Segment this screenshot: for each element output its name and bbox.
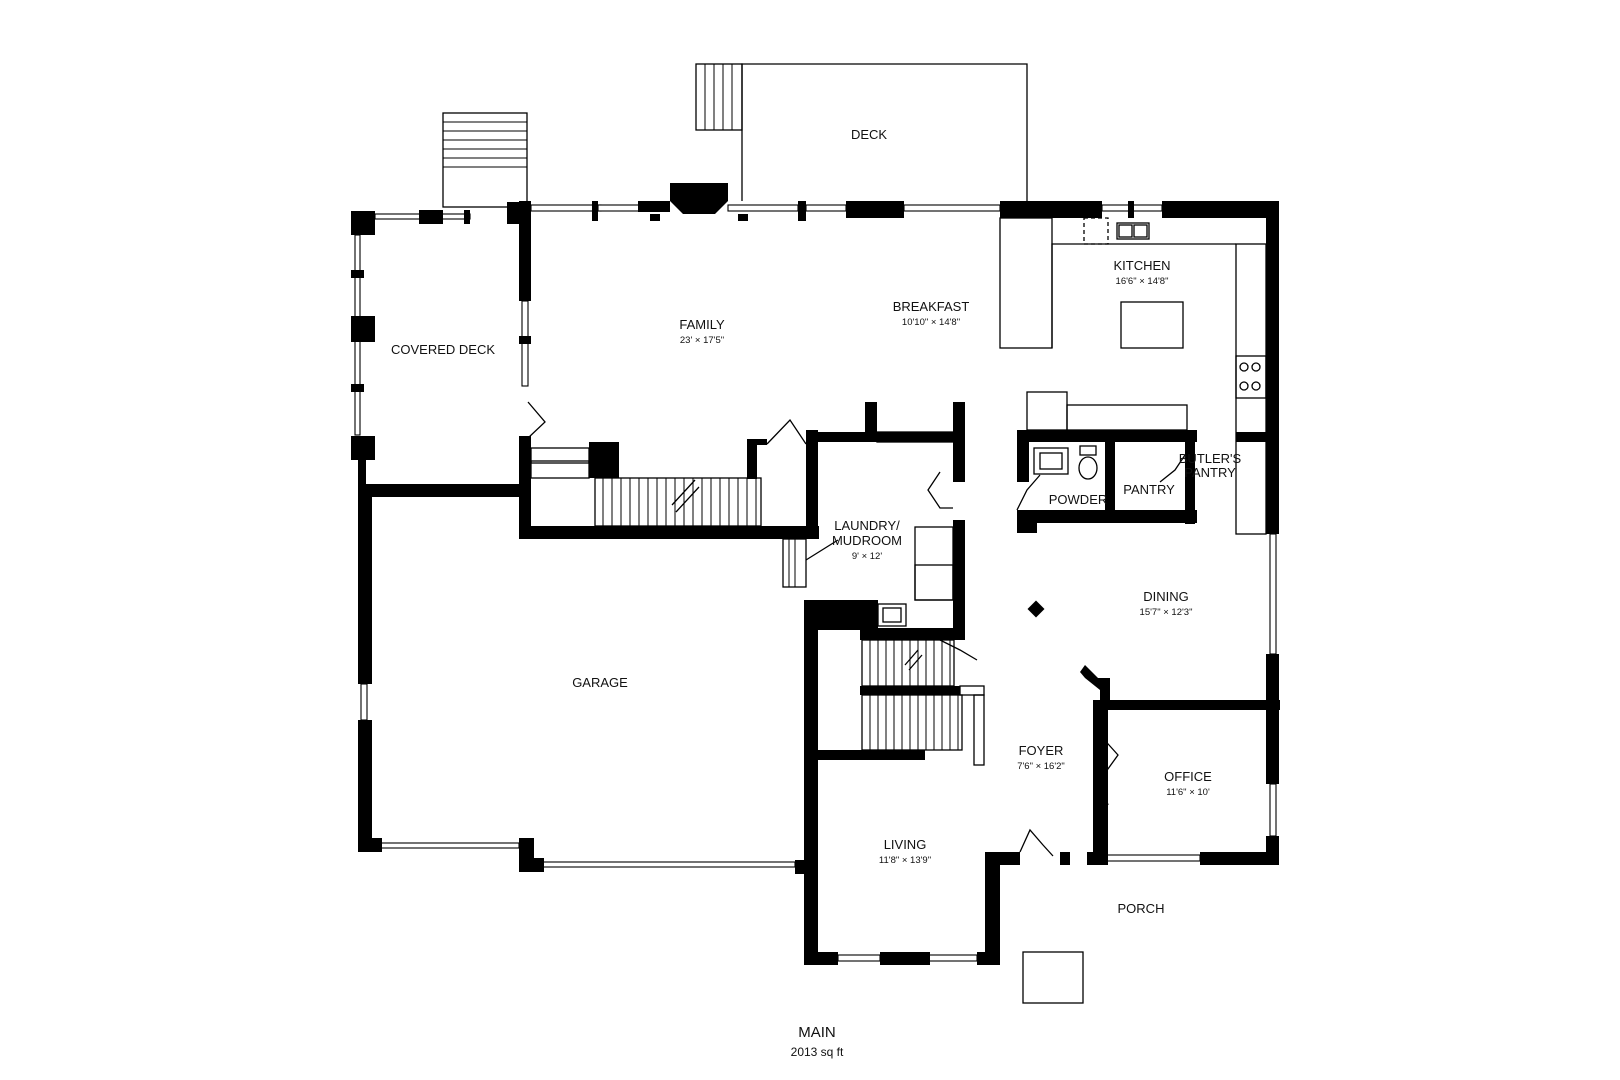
covered-deck-stairs xyxy=(442,112,528,208)
laundry-stair xyxy=(869,640,951,686)
room-dims-kitchen: 16'6" × 14'8" xyxy=(1116,276,1169,287)
room-label-butlers-pantry-1: BUTLER'S xyxy=(1179,451,1242,466)
room-label-foyer: FOYER xyxy=(1019,743,1064,758)
room-label-kitchen: KITCHEN xyxy=(1113,258,1170,273)
room-dims-office: 11'6" × 10' xyxy=(1166,787,1210,798)
room-dims-laundry: 9' × 12' xyxy=(852,551,882,562)
main-stair xyxy=(602,478,757,526)
room-label-garage: GARAGE xyxy=(572,675,628,690)
room-dims-foyer: 7'6" × 16'2" xyxy=(1017,761,1065,772)
deck-stairs xyxy=(704,64,733,130)
room-label-breakfast: BREAKFAST xyxy=(893,299,970,314)
room-label-laundry-2: MUDROOM xyxy=(832,533,902,548)
room-dims-dining: 15'7" × 12'3" xyxy=(1140,607,1193,618)
room-label-deck: DECK xyxy=(851,127,887,142)
interior-walls xyxy=(519,201,1280,865)
floor-area: 2013 sq ft xyxy=(791,1045,844,1059)
room-dims-family: 23' × 17'5" xyxy=(680,335,724,346)
room-label-living: LIVING xyxy=(884,837,927,852)
room-label-covered-deck: COVERED DECK xyxy=(391,342,495,357)
room-dims-living: 11'8" × 13'9" xyxy=(879,855,931,866)
room-label-powder: POWDER xyxy=(1049,492,1108,507)
room-label-office: OFFICE xyxy=(1164,769,1212,784)
room-label-butlers-pantry-2: PANTRY xyxy=(1184,465,1236,480)
floor-title: MAIN xyxy=(798,1024,836,1041)
foyer-stair xyxy=(869,695,959,750)
room-label-porch: PORCH xyxy=(1118,901,1165,916)
room-label-dining: DINING xyxy=(1143,589,1189,604)
room-label-laundry-1: LAUNDRY/ xyxy=(834,518,900,533)
stair-outlines xyxy=(594,477,963,751)
porch-steps xyxy=(1022,951,1084,1004)
room-label-family: FAMILY xyxy=(679,317,725,332)
covered-deck-structure xyxy=(351,210,471,484)
room-dims-breakfast: 10'10" × 14'8" xyxy=(902,317,960,328)
exterior-walls xyxy=(358,183,1279,965)
room-label-pantry: PANTRY xyxy=(1123,482,1175,497)
deck-outline xyxy=(695,63,1028,201)
door-swings xyxy=(527,401,1186,857)
